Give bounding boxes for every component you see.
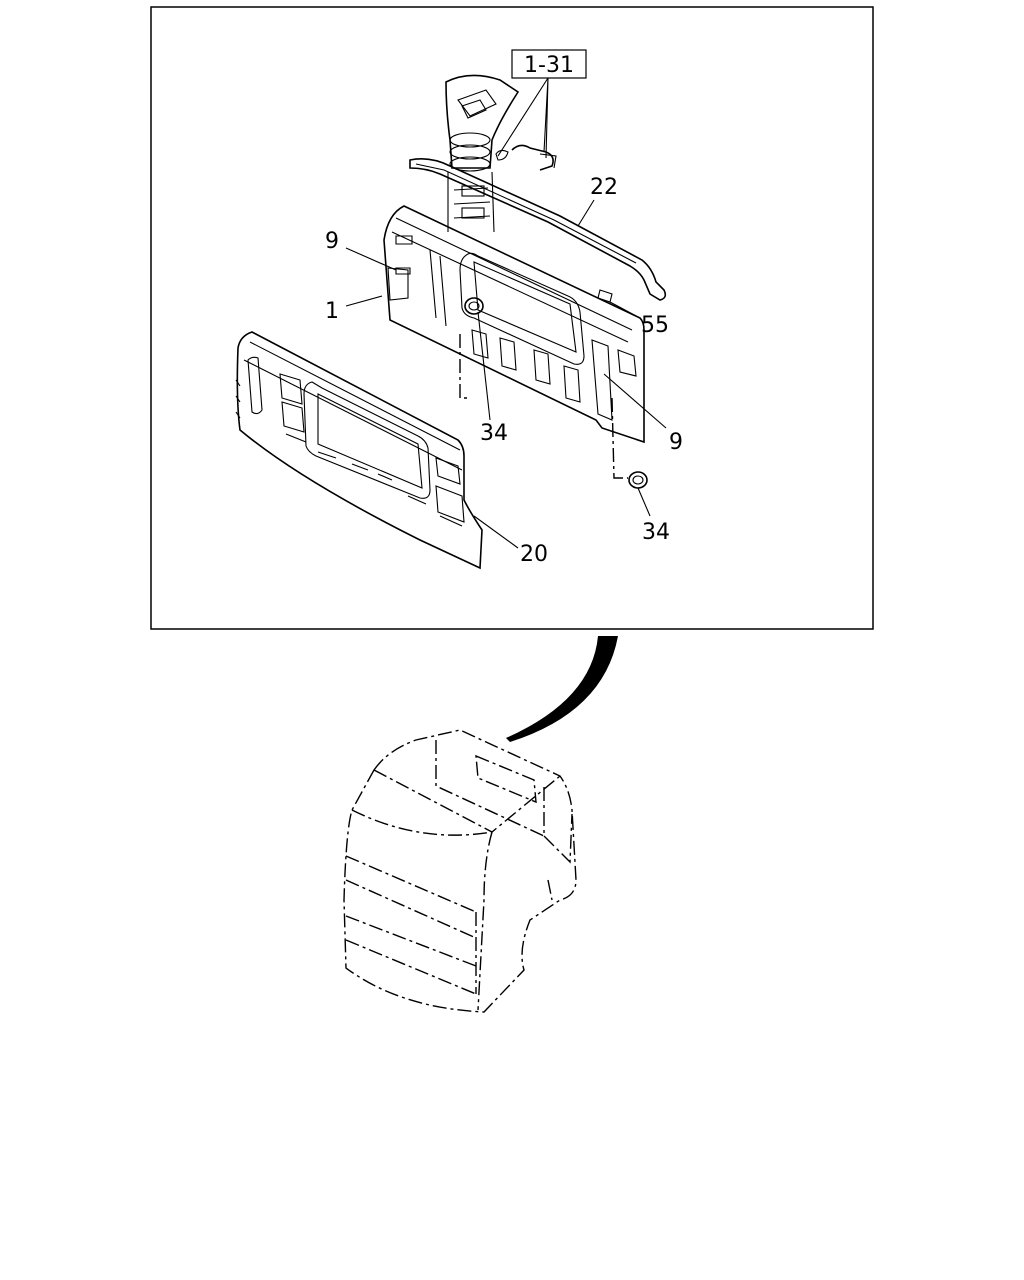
callout-9-left: 9 (325, 229, 339, 254)
hose-clamp (495, 144, 557, 171)
truck-cab-locator (343, 729, 577, 1013)
callout-1: 1 (325, 299, 339, 324)
callout-55: 55 (641, 313, 669, 338)
detail-frame (150, 6, 874, 630)
assembly-callout-box (511, 49, 587, 79)
label-plate-55 (597, 289, 613, 303)
back-panel (383, 205, 645, 444)
callout-34-right: 34 (642, 520, 670, 545)
weather-strip-22 (409, 158, 667, 301)
callout-34-center: 34 (480, 421, 508, 446)
assembly-lines (459, 334, 628, 479)
grommet-34-center (464, 297, 484, 315)
air-intake-duct (445, 74, 520, 233)
location-pointer (506, 636, 618, 742)
callout-assembly: 1-31 (524, 53, 574, 78)
trim-panel (235, 331, 483, 570)
callout-9-right: 9 (669, 430, 683, 455)
leader-lines (345, 77, 667, 549)
callout-22: 22 (590, 175, 618, 200)
callout-20: 20 (520, 542, 548, 567)
grommet-34-right (628, 471, 648, 489)
